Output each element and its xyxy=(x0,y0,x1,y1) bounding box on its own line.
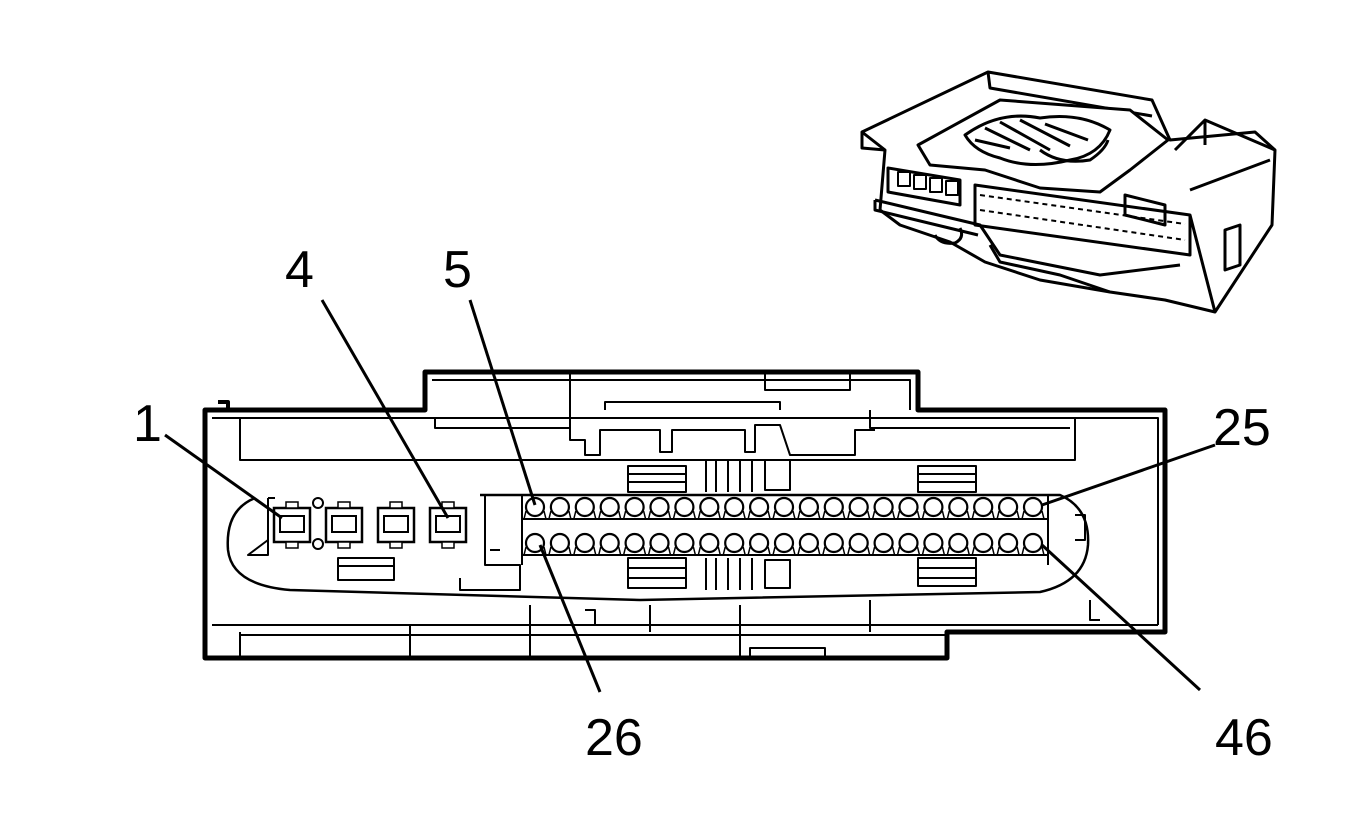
leader-lines xyxy=(164,299,1216,693)
leader-line-pin46 xyxy=(1040,543,1202,692)
signal-pin-top xyxy=(548,496,572,520)
signal-pin-bottom xyxy=(896,532,921,556)
signal-pin-bottom xyxy=(946,532,971,556)
signal-pin-bottom xyxy=(772,532,796,556)
signal-pin-bottom xyxy=(971,532,995,556)
leader-line-pin1 xyxy=(164,433,283,520)
signal-pins xyxy=(521,495,1049,565)
leader-line-pin5 xyxy=(468,299,537,506)
signal-pin-top xyxy=(921,496,946,520)
key-dot xyxy=(312,538,324,550)
signal-pin-bottom xyxy=(647,532,672,556)
label-pin26: 26 xyxy=(585,709,643,767)
signal-pin-bottom xyxy=(921,532,946,556)
signal-pin-bottom xyxy=(672,532,697,556)
signal-pin-top xyxy=(772,496,796,520)
signal-pin-bottom xyxy=(697,532,722,556)
signal-pin-top xyxy=(647,496,672,520)
signal-pin-bottom xyxy=(597,532,622,556)
signal-pin-top xyxy=(722,496,746,520)
leader-line-pin26 xyxy=(538,544,602,693)
signal-pin-bottom xyxy=(797,532,821,556)
power-terminal xyxy=(376,501,416,549)
signal-pin-top xyxy=(896,496,921,520)
signal-pin-top xyxy=(797,496,821,520)
label-pin5: 5 xyxy=(443,241,472,299)
signal-pin-top xyxy=(747,496,771,520)
signal-pin-top xyxy=(622,496,647,520)
signal-pin-bottom xyxy=(622,532,647,556)
signal-pin-top xyxy=(573,496,597,520)
signal-pin-top xyxy=(523,496,547,520)
label-pin1: 1 xyxy=(133,395,162,453)
signal-pin-top xyxy=(597,496,622,520)
signal-pin-bottom xyxy=(573,532,597,556)
pin-labels: 1 4 5 25 26 46 xyxy=(133,241,1273,767)
signal-pin-bottom xyxy=(822,532,846,556)
leader-line-pin4 xyxy=(320,299,450,519)
signal-pin-top xyxy=(971,496,995,520)
power-terminal xyxy=(324,501,364,549)
signal-pin-top xyxy=(946,496,971,520)
label-pin25: 25 xyxy=(1213,399,1271,457)
signal-pin-top xyxy=(822,496,846,520)
signal-pin-top xyxy=(996,496,1020,520)
signal-pin-bottom xyxy=(996,532,1020,556)
signal-pin-top xyxy=(846,496,871,520)
signal-pin-top xyxy=(697,496,722,520)
pin-field-border xyxy=(521,495,1049,565)
power-terminals xyxy=(267,497,468,552)
leader-line-pin25 xyxy=(1041,443,1216,507)
power-terminal xyxy=(428,501,468,549)
signal-pin-top xyxy=(1021,496,1045,520)
signal-pin-top xyxy=(871,496,896,520)
signal-pin-top xyxy=(672,496,697,520)
signal-pin-bottom xyxy=(846,532,871,556)
connector-perspective-view xyxy=(860,70,1277,314)
power-terminal xyxy=(272,501,312,549)
signal-pin-bottom xyxy=(871,532,896,556)
signal-pin-bottom xyxy=(722,532,746,556)
signal-pin-bottom xyxy=(548,532,572,556)
label-pin46: 46 xyxy=(1215,709,1273,767)
label-pin4: 4 xyxy=(285,241,314,299)
key-dot xyxy=(312,497,324,509)
signal-pin-bottom xyxy=(1021,532,1045,556)
signal-pin-bottom xyxy=(747,532,771,556)
